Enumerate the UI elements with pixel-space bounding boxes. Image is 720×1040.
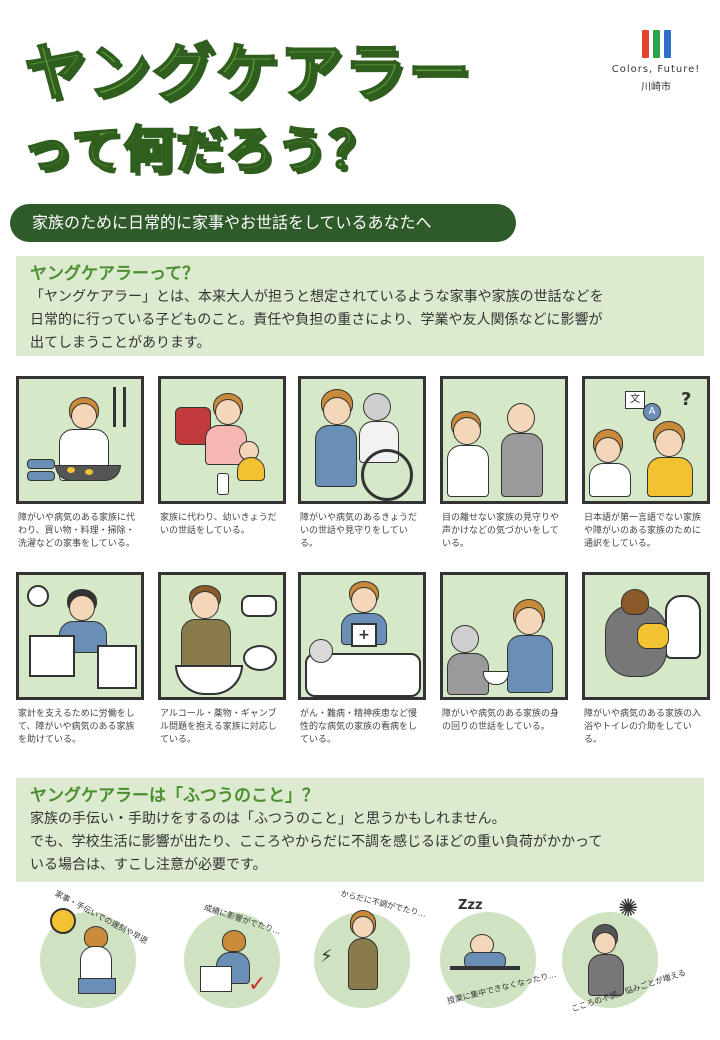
card-caption: 家族に代わり、幼いきょうだいの世話をしている。 xyxy=(160,513,277,536)
watching-illustration xyxy=(440,376,568,504)
check-mark-icon: ✓ xyxy=(248,972,267,997)
card-caption: アルコール・薬物・ギャンブル問題を抱える家族に対応している。 xyxy=(160,709,277,745)
card-housework: 障がいや病気のある家族に代わり、買い物・料理・掃除・洗濯などの家事をしている。 xyxy=(16,376,144,551)
grades-circle: ✓ xyxy=(184,912,280,1008)
late-early-circle xyxy=(40,908,136,1008)
card-interpreting: 文 A ? 日本語が第一言語でない家族や障がいのある家族のために通訳をしている。 xyxy=(582,376,710,551)
definition-line-3: 出てしまうことがあります。 xyxy=(30,335,211,351)
card-watching: 目の離せない家族の見守りや声かけなどの気づかいをしている。 xyxy=(440,376,568,551)
logo-bar-red xyxy=(641,30,649,58)
logo-slogan: Colors, Future! xyxy=(611,64,701,75)
kawasaki-logo: Colors, Future! 川崎市 xyxy=(606,30,706,93)
translate-icon: A xyxy=(643,403,661,421)
logo-bars-icon xyxy=(606,30,706,58)
card-caption: 家計を支えるために労働をして、障がいや病気のある家族を助けている。 xyxy=(18,709,135,745)
personal-care-illustration xyxy=(440,572,568,700)
concentration-circle: Zzz xyxy=(440,898,536,1008)
logo-bar-green xyxy=(652,30,660,58)
definition-heading: ヤングケアラーって？ xyxy=(30,264,200,284)
card-nursing: + がん・難病・精神疾患など慢性的な病気の家族の看病をしている。 xyxy=(298,572,426,747)
clock-icon xyxy=(27,585,49,607)
normal-question-line-2: でも、学校生活に影響が出たり、こころやからだに不調を感じるほどの重い負荷がかかっ… xyxy=(30,834,603,850)
normal-question-box: ヤングケアラーは「ふつうのこと」？ 家族の手伝い・手助けをするのは「ふつうのこと… xyxy=(16,778,704,882)
card-personal-care: 障がいや病気のある家族の身の回りの世話をしている。 xyxy=(440,572,568,734)
card-caption: がん・難病・精神疾患など慢性的な病気の家族の看病をしている。 xyxy=(300,709,418,745)
mind-circle: ✺ xyxy=(562,894,658,1008)
normal-question-heading: ヤングケアラーは「ふつうのこと」？ xyxy=(30,786,319,806)
card-caption: 障がいや病気のある家族に代わり、買い物・料理・掃除・洗濯などの家事をしている。 xyxy=(18,513,136,549)
normal-question-line-3: いる場合は、すこし注意が必要です。 xyxy=(30,857,267,873)
definition-line-2: 日常的に行っている子どものこと。責任や負担の重さにより、学業や友人関係などに影響… xyxy=(30,312,603,328)
housework-illustration xyxy=(16,376,144,504)
logo-bar-blue xyxy=(663,30,671,58)
clock-icon xyxy=(50,908,76,934)
logo-city-name: 川崎市 xyxy=(641,82,671,93)
normal-question-line-1: 家族の手伝い・手助けをするのは「ふつうのこと」と思うかもしれません。 xyxy=(30,811,506,827)
question-icon: ? xyxy=(681,389,692,410)
card-sibling-watch: 障がいや病気のあるきょうだいの世話や見守りをしている。 xyxy=(298,376,426,551)
bath-toilet-illustration xyxy=(582,572,710,700)
target-banner: 家族のために日常的に家事やお世話をしているあなたへ xyxy=(10,204,516,242)
addiction-illustration xyxy=(158,572,286,700)
card-bath-toilet: 障がいや病気のある家族の入浴やトイレの介助をしている。 xyxy=(582,572,710,747)
card-caption: 障がいや病気のある家族の身の回りの世話をしている。 xyxy=(442,709,560,732)
card-caption: 障がいや病気のあるきょうだいの世話や見守りをしている。 xyxy=(300,513,418,549)
sibling-watch-illustration xyxy=(298,376,426,504)
page-subtitle: って何だろう？ xyxy=(21,120,381,180)
body-circle: ⚡ xyxy=(314,910,410,1008)
card-caption: 目の離せない家族の見守りや声かけなどの気づかいをしている。 xyxy=(442,513,560,549)
card-addiction: アルコール・薬物・ギャンブル問題を抱える家族に対応している。 xyxy=(158,572,286,747)
interpreting-illustration: 文 A ? xyxy=(582,376,710,504)
sibling-care-illustration xyxy=(158,376,286,504)
definition-line-1: 「ヤングケアラー」とは、本来大人が担うと想定されているような家事や家族の世話など… xyxy=(30,289,604,305)
medical-cross-icon: + xyxy=(351,623,377,647)
card-working: 家計を支えるために労働をして、障がいや病気のある家族を助けている。 xyxy=(16,572,144,747)
tangle-icon: ✺ xyxy=(618,894,639,922)
card-sibling-care: 家族に代わり、幼いきょうだいの世話をしている。 xyxy=(158,376,286,538)
language-icon: 文 xyxy=(625,391,645,409)
card-caption: 障がいや病気のある家族の入浴やトイレの介助をしている。 xyxy=(584,709,702,745)
card-caption: 日本語が第一言語でない家族や障がいのある家族のために通訳をしている。 xyxy=(584,513,702,549)
nursing-illustration: + xyxy=(298,572,426,700)
sleep-icon: Zzz xyxy=(458,898,483,913)
lightning-icon: ⚡ xyxy=(320,946,333,967)
definition-box: ヤングケアラーって？ 「ヤングケアラー」とは、本来大人が担うと想定されているよう… xyxy=(16,256,704,356)
working-illustration xyxy=(16,572,144,700)
page-title: ヤングケアラー xyxy=(23,35,473,110)
